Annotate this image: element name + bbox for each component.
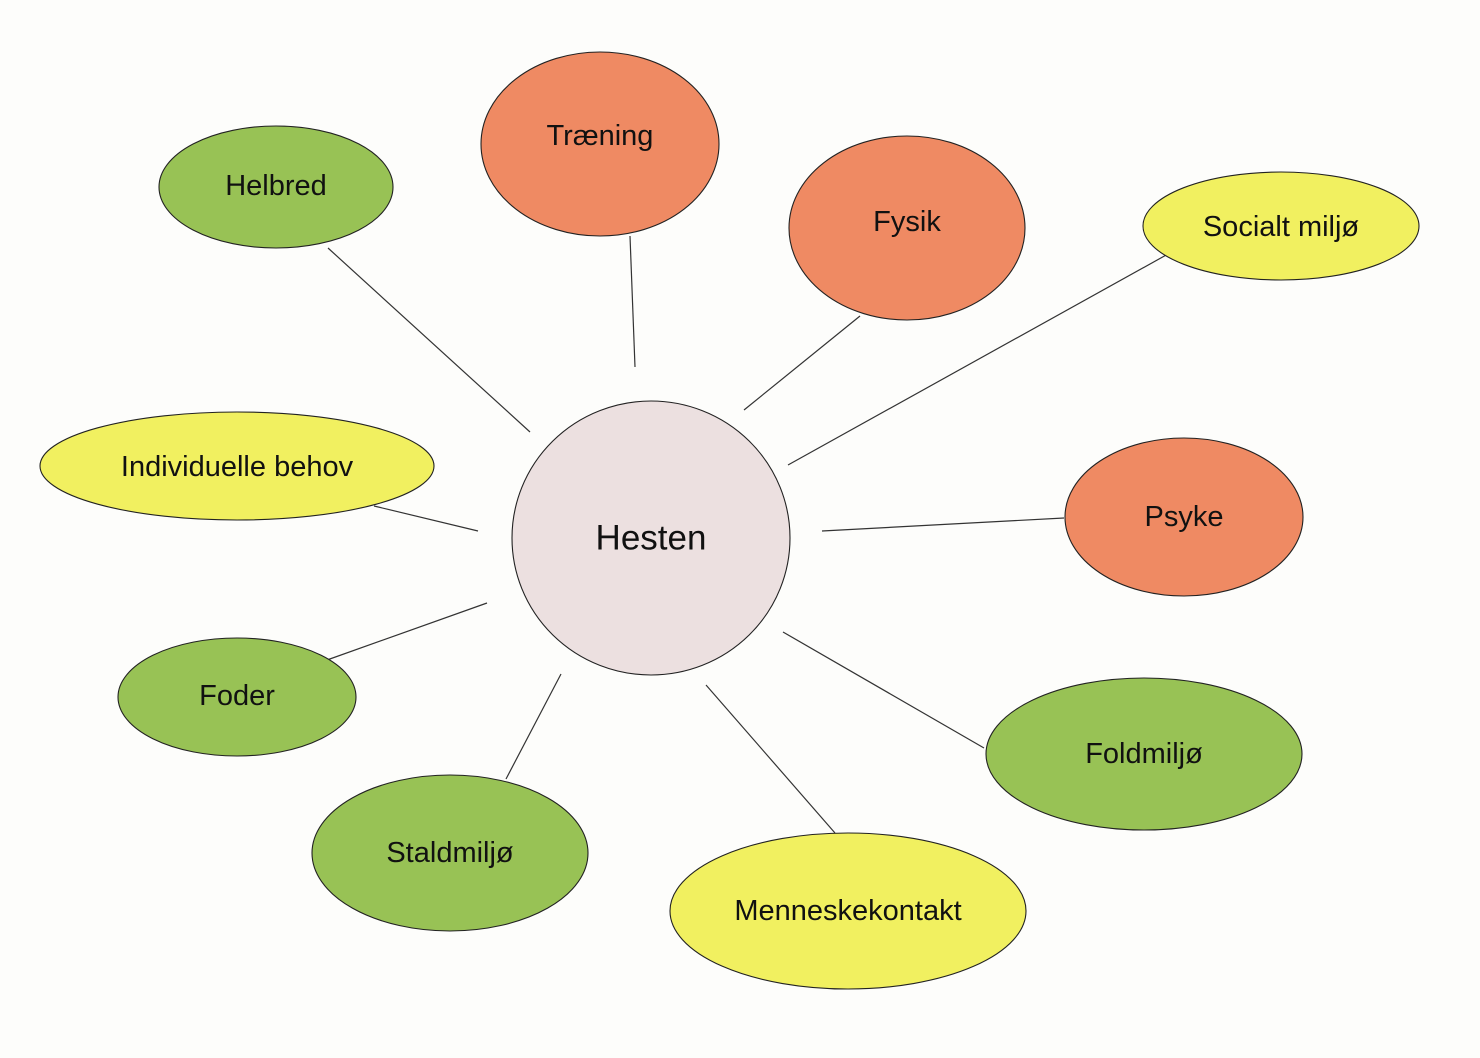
center-node: Hesten [511,400,791,676]
node-foder-label: Foder [199,680,275,712]
node-socialt-miljo: Socialt miljø [1142,171,1420,281]
node-staldmiljo: Staldmiljø [311,774,589,932]
node-menneskekontakt-shape [669,832,1027,990]
node-traening-label: Træning [547,120,654,152]
connector-staldmiljo [505,673,562,780]
connector-traening [629,235,636,368]
connector-fysik [743,315,861,411]
connector-foder [326,602,488,661]
node-foldmiljo-label: Foldmiljø [1085,738,1203,770]
node-foder: Foder [117,637,357,757]
node-traening-shape [480,51,720,237]
node-staldmiljo-shape [311,774,589,932]
connector-socialt-miljo [787,253,1169,466]
node-menneskekontakt: Menneskekontakt [669,832,1027,990]
connector-foldmiljo [782,631,985,749]
node-individuelle-behov-label: Individuelle behov [121,451,354,483]
connector-psyke [821,517,1065,532]
node-individuelle-behov-shape [39,411,435,521]
center-node-label: Hesten [596,519,707,558]
node-traening: Træning [480,51,720,237]
node-socialt-miljo-shape [1142,171,1420,281]
node-menneskekontakt-label: Menneskekontakt [734,895,961,927]
node-foldmiljo-shape [985,677,1303,831]
node-psyke-label: Psyke [1145,501,1224,533]
connector-helbred [327,247,531,433]
node-fysik-label: Fysik [873,206,941,238]
node-socialt-miljo-label: Socialt miljø [1203,211,1360,243]
connector-menneskekontakt [705,684,836,834]
node-helbred-label: Helbred [225,170,327,202]
node-psyke: Psyke [1064,437,1304,597]
node-fysik-shape [788,135,1026,321]
node-helbred-shape [158,125,394,249]
node-staldmiljo-label: Staldmiljø [386,837,514,869]
node-helbred: Helbred [158,125,394,249]
center-node-shape [511,400,791,676]
node-psyke-shape [1064,437,1304,597]
node-foder-shape [117,637,357,757]
connectors [326,235,1169,834]
node-foldmiljo: Foldmiljø [985,677,1303,831]
connector-individuelle-behov [373,505,479,532]
node-fysik: Fysik [788,135,1026,321]
node-individuelle-behov: Individuelle behov [39,411,435,521]
